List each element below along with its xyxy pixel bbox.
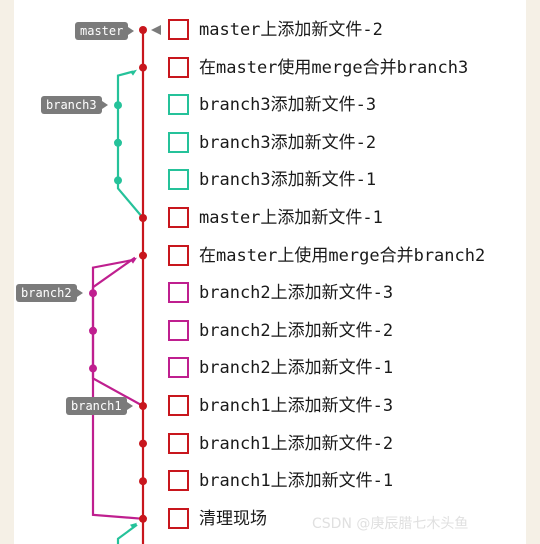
commit-row: branch1上添加新文件-3 [0,392,540,422]
commit-row: branch3添加新文件-3 [0,91,540,121]
commit-dot [89,289,97,298]
head-pointer [151,25,161,35]
commit-message: branch3添加新文件-1 [199,170,377,191]
commit-box [168,19,189,40]
commit-dot [139,514,147,523]
commit-dot [139,439,147,448]
commit-box [168,282,189,304]
merge-arrow [130,257,137,264]
commit-message: 在master使用merge合并branch3 [199,57,469,78]
tag-branch2: branch2 [16,284,83,302]
commit-row: 清理现场 [0,505,540,535]
commit-box [168,470,189,492]
commit-row: branch3添加新文件-1 [0,166,540,196]
commit-row: branch2上添加新文件-1 [0,354,540,384]
commit-dot [114,176,122,185]
commit-message: branch3添加新文件-2 [199,132,377,153]
commit-message: branch1上添加新文件-1 [199,471,394,492]
commit-box [168,244,189,266]
commit-row: master上添加新文件-1 [0,204,540,234]
commit-message: branch3添加新文件-3 [199,95,377,116]
commit-box [168,56,189,78]
branch3-line [116,70,144,219]
commit-message: branch2上添加新文件-3 [199,283,394,304]
commit-dot [139,63,147,72]
graph-panel [14,0,526,544]
commit-row: 在master使用merge合并branch3 [0,54,540,84]
commit-dot [139,402,147,410]
branch3-base-line [116,523,138,544]
commit-dot [114,101,122,110]
watermark: CSDN @庚辰腊七木头鱼 [312,516,469,532]
commit-box [168,319,189,341]
commit-box [168,357,189,379]
commit-row: branch3添加新文件-2 [0,129,540,159]
commit-dot [89,326,97,335]
tag-branch3: branch3 [41,96,108,114]
commit-box [168,432,189,454]
commit-dot [139,477,147,486]
commit-row: branch2上添加新文件-2 [0,317,540,347]
commit-dot [139,214,147,222]
tag-master: master [75,22,135,40]
commit-box [168,94,189,116]
commit-box [168,207,189,228]
commit-row: branch1上添加新文件-1 [0,467,540,497]
commit-message: master上添加新文件-2 [199,20,383,40]
commit-message: 在master上使用merge合并branch2 [199,245,486,266]
commit-message: master上添加新文件-1 [199,208,383,228]
commit-message: branch2上添加新文件-2 [199,320,394,341]
commit-row: branch2上添加新文件-3 [0,279,540,309]
commit-dot [114,138,122,147]
commit-message: branch1上添加新文件-2 [199,433,394,454]
commit-row: 在master上使用merge合并branch2 [0,242,540,272]
commit-box [168,169,189,191]
commit-box [168,507,189,529]
commit-box [168,131,189,153]
commit-row: master上添加新文件-2 [0,16,540,46]
commit-box [168,395,189,416]
merge-arrow [130,69,137,76]
commit-row: branch1上添加新文件-2 [0,430,540,460]
commit-dot [139,251,147,260]
commit-message: branch2上添加新文件-1 [199,358,394,379]
tag-branch1: branch1 [66,397,133,415]
commit-message: 清理现场 [199,508,267,529]
merge-arrow [130,522,137,529]
commit-dot [139,26,147,34]
commit-dot [89,364,97,373]
commit-message: branch1上添加新文件-3 [199,396,394,416]
